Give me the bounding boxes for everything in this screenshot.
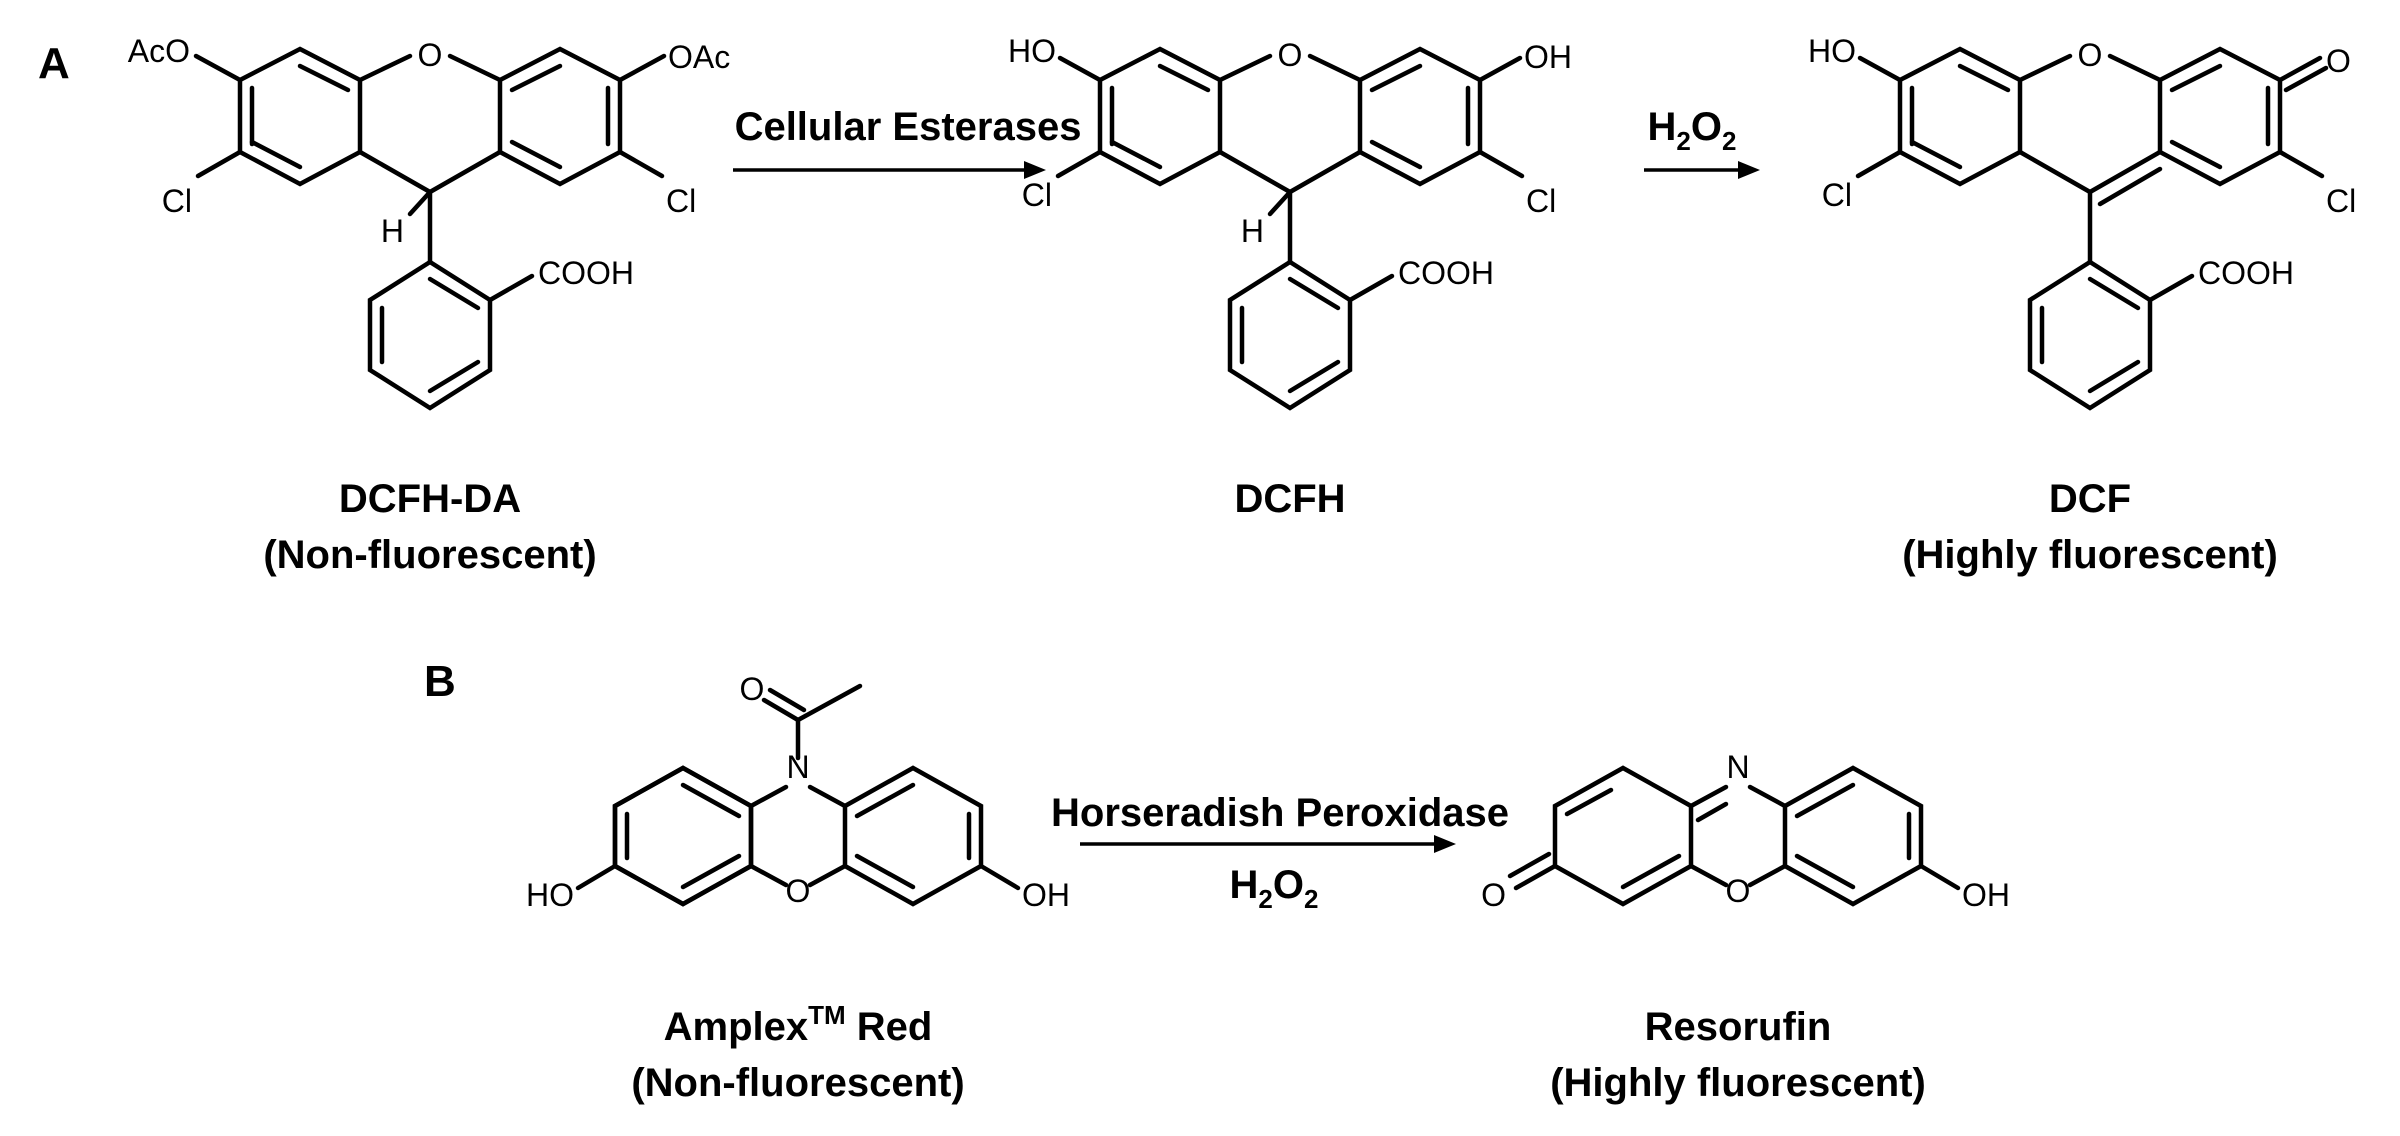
atom-label: Cl xyxy=(1822,177,1852,213)
atom-label: O xyxy=(2078,37,2103,73)
hydroxyl-label: OH xyxy=(1524,39,1572,75)
atom-label: Cl xyxy=(1022,177,1052,213)
hydroxyl-label: HO xyxy=(1808,33,1856,69)
atom-label: N xyxy=(1726,749,1749,785)
atom-label: H xyxy=(1241,213,1264,249)
hydroxyl-label: OH xyxy=(1962,877,2010,913)
resorufin-note: (Highly fluorescent) xyxy=(1550,1061,1926,1105)
amplex-red-note: (Non-fluorescent) xyxy=(631,1061,964,1105)
atom-label: H xyxy=(381,213,404,249)
hydroxyl-label: HO xyxy=(1008,33,1056,69)
atom-label: O xyxy=(418,37,443,73)
panel-label-a: A xyxy=(38,39,70,88)
atom-label: N xyxy=(786,749,809,785)
atom-label: O xyxy=(2326,43,2351,79)
hydroxyl-label: HO xyxy=(526,877,574,913)
dcfh-da-structure: O AcO OAc Cl Cl H COOH xyxy=(128,33,730,411)
resorufin-structure: N O O OH xyxy=(1481,749,2010,913)
resorufin-name: Resorufin xyxy=(1645,1005,1832,1049)
atom-label: O xyxy=(740,671,765,707)
reaction-arrow-b xyxy=(1080,835,1456,853)
atom-label: O xyxy=(1726,873,1751,909)
dcfh-structure: O HO OH Cl Cl H COOH xyxy=(1008,33,1572,411)
atom-label: O xyxy=(1278,37,1303,73)
atom-label: Cl xyxy=(162,183,192,219)
atom-label: Cl xyxy=(666,183,696,219)
carboxyl-label: COOH xyxy=(1398,255,1494,291)
panel-label-b: B xyxy=(424,657,456,706)
dcfh-da-note: (Non-fluorescent) xyxy=(263,533,596,577)
reagent-hrp: Horseradish Peroxidase xyxy=(1051,791,1509,835)
atom-label: Cl xyxy=(1526,183,1556,219)
atom-label: O xyxy=(786,873,811,909)
acetoxy-label: OAc xyxy=(668,39,730,75)
dcf-structure: O HO O Cl Cl COOH xyxy=(1808,33,2356,411)
acetoxy-label: AcO xyxy=(128,33,190,69)
amplex-red-structure: N O O HO OH xyxy=(526,671,1070,913)
carboxyl-label: COOH xyxy=(538,255,634,291)
dcf-note: (Highly fluorescent) xyxy=(1902,533,2278,577)
dcfh-da-name: DCFH-DA xyxy=(339,477,521,521)
atom-label: Cl xyxy=(2326,183,2356,219)
carboxyl-label: COOH xyxy=(2198,255,2294,291)
amplex-red-name: AmplexTM Red xyxy=(664,1000,933,1049)
reagent-esterases: Cellular Esterases xyxy=(735,105,1082,149)
dcf-name: DCF xyxy=(2049,477,2131,521)
reaction-arrow-a2 xyxy=(1644,161,1760,179)
reagent-h2o2-a: H2O2 xyxy=(1648,105,1737,156)
atom-label: O xyxy=(1481,877,1506,913)
reagent-h2o2-b: H2O2 xyxy=(1230,863,1319,914)
hydroxyl-label: OH xyxy=(1022,877,1070,913)
dcfh-name: DCFH xyxy=(1234,477,1345,521)
reaction-arrow-a1 xyxy=(733,161,1046,179)
